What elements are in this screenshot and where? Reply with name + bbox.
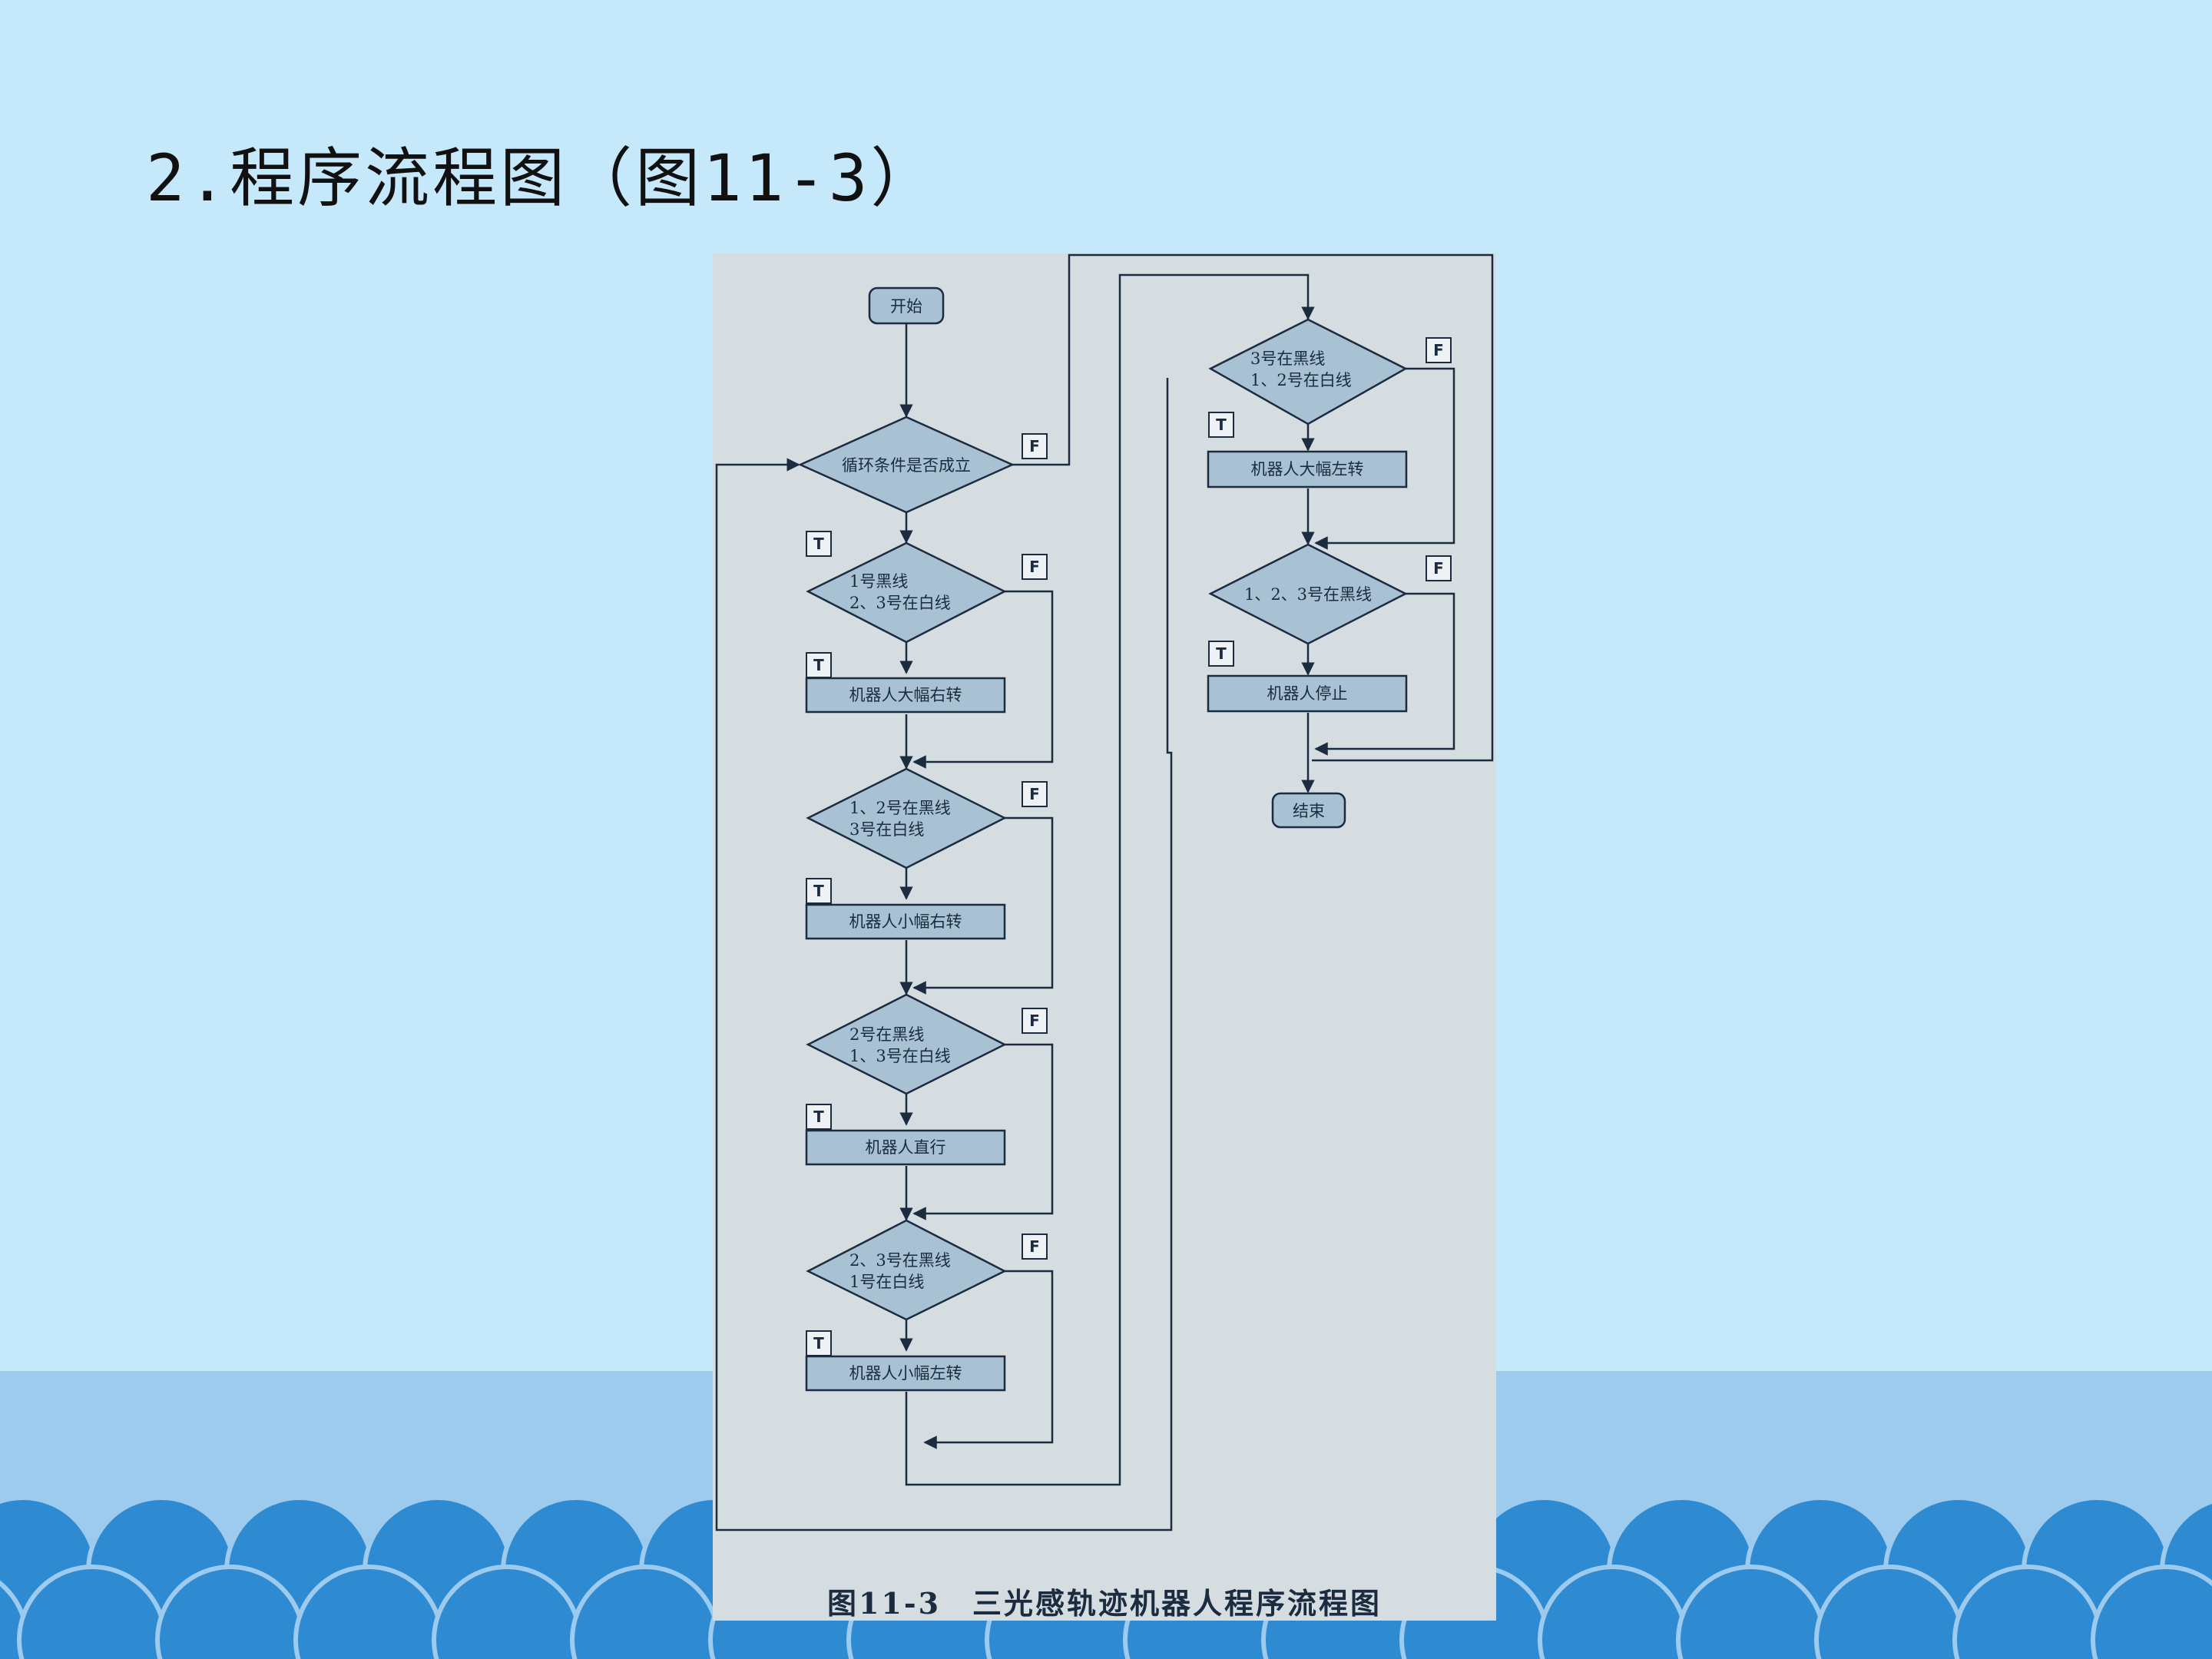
true-tag: T xyxy=(806,652,832,678)
svg-text:T: T xyxy=(813,535,824,553)
decision-right-2: 1、2、3号在黑线 xyxy=(1208,543,1408,645)
decision-right-1: 3号在黑线 1、2号在白线 xyxy=(1208,318,1408,426)
action-left-4: 机器人小幅左转 xyxy=(805,1355,1006,1392)
loop-condition-label: 循环条件是否成立 xyxy=(842,456,971,475)
svg-text:F: F xyxy=(1029,1012,1040,1030)
action-right-2: 机器人停止 xyxy=(1207,674,1408,713)
svg-text:F: F xyxy=(1029,437,1040,455)
action-right-1-label: 机器人大幅左转 xyxy=(1251,460,1364,478)
action-left-3: 机器人直行 xyxy=(805,1129,1006,1166)
start-label: 开始 xyxy=(890,297,922,316)
figure-caption: 图11-3 三光感轨迹机器人程序流程图 xyxy=(826,1586,1382,1621)
decision-left-2-line2: 3号在白线 xyxy=(849,820,924,839)
loop-condition-decision: 循环条件是否成立 xyxy=(797,416,1015,514)
false-tag: F xyxy=(1426,337,1452,363)
decision-left-2-line1: 1、2号在黑线 xyxy=(849,799,951,817)
flowchart-figure: 开始 循环条件是否成立 1号黑线 2、3号在白线 1、2号在黑线 3号在白线 2… xyxy=(713,253,1496,1621)
svg-text:F: F xyxy=(1029,1237,1040,1256)
svg-text:F: F xyxy=(1433,341,1444,359)
decision-right-1-line1: 3号在黑线 xyxy=(1250,349,1325,368)
decision-left-2: 1、2号在黑线 3号在白线 xyxy=(806,767,1007,869)
action-left-1: 机器人大幅右转 xyxy=(805,677,1006,714)
false-tag: F xyxy=(1426,555,1452,581)
decision-right-1-line2: 1、2号在白线 xyxy=(1250,371,1352,389)
action-left-1-label: 机器人大幅右转 xyxy=(849,686,962,704)
connector-lines xyxy=(715,253,1494,1532)
decision-right-2-line1: 1、2、3号在黑线 xyxy=(1244,585,1372,604)
action-left-4-label: 机器人小幅左转 xyxy=(849,1364,962,1382)
wave-scallop xyxy=(2091,1565,2212,1659)
branch-tags: T T T T T T T F F F F F F F xyxy=(806,337,1452,1356)
svg-text:T: T xyxy=(1216,416,1227,434)
false-tag: F xyxy=(1022,554,1048,580)
action-left-2-label: 机器人小幅右转 xyxy=(849,912,962,931)
decision-left-4-line2: 1号在白线 xyxy=(849,1273,924,1291)
svg-text:T: T xyxy=(1216,644,1227,663)
start-terminal: 开始 xyxy=(868,286,945,325)
decision-left-3: 2号在黑线 1、3号在白线 xyxy=(806,993,1007,1095)
svg-text:T: T xyxy=(813,656,824,674)
action-right-1: 机器人大幅左转 xyxy=(1207,450,1408,488)
svg-text:F: F xyxy=(1433,559,1444,578)
decision-left-1-line2: 2、3号在白线 xyxy=(849,594,951,612)
false-tag: F xyxy=(1022,1233,1048,1260)
svg-text:T: T xyxy=(813,882,824,900)
decision-left-3-line1: 2号在黑线 xyxy=(849,1025,924,1044)
true-tag: T xyxy=(806,1330,832,1356)
svg-text:F: F xyxy=(1029,785,1040,803)
decision-left-4-line1: 2、3号在黑线 xyxy=(849,1251,951,1270)
false-tag: F xyxy=(1022,781,1048,807)
decision-left-1: 1号黑线 2、3号在白线 xyxy=(806,541,1007,644)
svg-text:T: T xyxy=(813,1334,824,1353)
false-tag: F xyxy=(1022,1008,1048,1034)
decision-left-1-line1: 1号黑线 xyxy=(849,572,908,591)
decision-left-4: 2、3号在黑线 1号在白线 xyxy=(806,1219,1007,1321)
true-tag: T xyxy=(806,531,832,557)
action-right-2-label: 机器人停止 xyxy=(1267,684,1348,703)
svg-text:F: F xyxy=(1029,558,1040,576)
decision-left-3-line2: 1、3号在白线 xyxy=(849,1047,951,1065)
false-tag: F xyxy=(1022,433,1048,459)
true-tag: T xyxy=(1208,412,1234,438)
flowchart-diagram: 开始 循环条件是否成立 1号黑线 2、3号在白线 1、2号在黑线 3号在白线 2… xyxy=(715,253,1494,1532)
end-terminal: 结束 xyxy=(1271,792,1346,829)
true-tag: T xyxy=(1208,641,1234,667)
true-tag: T xyxy=(806,1104,832,1130)
action-left-2: 机器人小幅右转 xyxy=(805,903,1006,940)
end-label: 结束 xyxy=(1293,802,1325,820)
slide-title: 2.程序流程图（图11-3） xyxy=(146,141,939,216)
action-left-3-label: 机器人直行 xyxy=(866,1138,946,1157)
svg-text:T: T xyxy=(813,1108,824,1126)
true-tag: T xyxy=(806,878,832,904)
